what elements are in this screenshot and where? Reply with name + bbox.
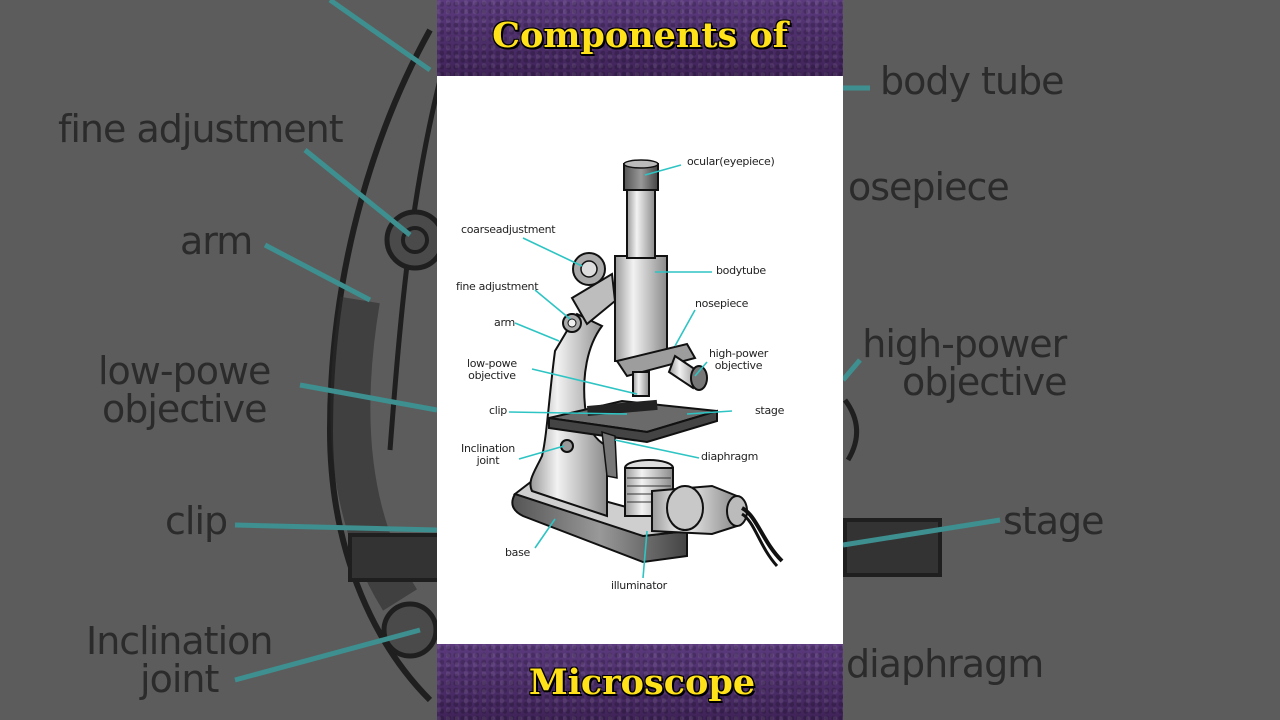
bg-label-low-power-line2: objective [101, 387, 268, 431]
bg-label-clip: clip [165, 499, 228, 543]
title-band-top: Components of [437, 0, 843, 76]
label-low-power-line1: low-powe [467, 357, 517, 370]
label-low-power-line2: objective [468, 368, 516, 382]
bg-label-nosepiece: osepiece [848, 165, 1010, 209]
bg-label-fine-adjustment: fine adjustment [58, 107, 344, 151]
label-high-power-line2: objective [714, 358, 763, 372]
bg-label-inclination-line1: Inclination [86, 619, 273, 663]
label-stage: stage [755, 404, 785, 417]
label-body-tube: bodytube [716, 264, 766, 277]
body-tube-shape [614, 255, 668, 362]
bg-label-arm: arm [180, 219, 253, 263]
title-band-bottom: Microscope [437, 644, 843, 720]
label-ocular: ocular(eyepiece) [687, 155, 775, 168]
bg-label-body-tube: body tube [880, 59, 1065, 103]
label-nosepiece: nosepiece [695, 297, 749, 310]
label-illuminator: illuminator [611, 579, 667, 592]
bg-label-inclination: Inclination joint [86, 619, 273, 701]
title-bottom: Microscope [528, 661, 756, 703]
label-clip: clip [489, 404, 507, 417]
bg-label-high-power-line1: high-power [862, 322, 1067, 366]
label-coarse-adjustment: coarseadjustment [461, 223, 556, 236]
content-panel: Components of [437, 0, 843, 720]
label-low-power-objective: low-powe objective [467, 358, 517, 381]
bg-label-stage: stage [1003, 499, 1104, 543]
bg-label-low-power-line1: low-powe [98, 349, 271, 393]
bg-label-high-power: high-power objective [862, 325, 1067, 401]
nosepiece-shape [615, 342, 697, 378]
label-high-power-line1: high-power [709, 347, 768, 360]
bg-label-inclination-line2: joint [140, 657, 219, 701]
bg-label-high-power-line2: objective [902, 360, 1068, 404]
label-base: base [505, 546, 531, 559]
label-high-power-objective: high-power objective [709, 348, 768, 371]
label-inclination-joint: Inclination joint [461, 443, 515, 466]
bg-label-diaphragm: diaphragm [846, 642, 1044, 686]
label-inclination-line2: joint [476, 453, 500, 467]
label-inclination-line1: Inclination [461, 442, 515, 455]
label-diaphragm: diaphragm [701, 450, 758, 463]
inclination-knob-shape [560, 439, 574, 453]
label-arm: arm [494, 316, 515, 329]
title-top: Components of [492, 14, 788, 56]
bg-label-low-power: low-powe objective [98, 349, 271, 431]
label-fine-adjustment: fine adjustment [456, 280, 539, 293]
diagram-area: ocular(eyepiece) coarseadjustment bodytu… [437, 76, 843, 644]
microscope-diagram [508, 159, 784, 579]
